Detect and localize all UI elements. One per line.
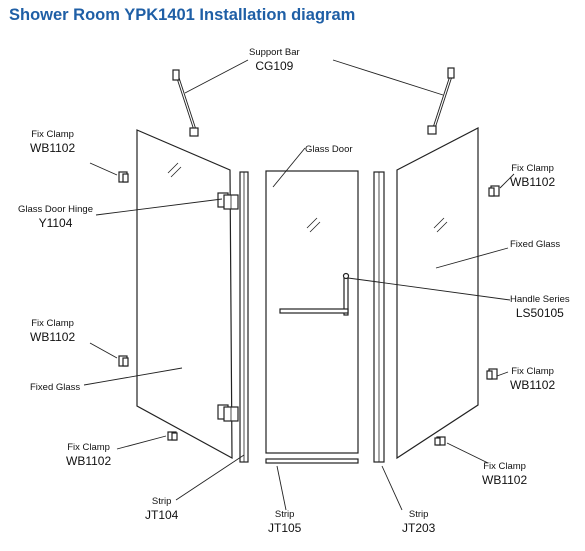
hinge-top <box>217 192 239 210</box>
leader-fix-clamp-right-bottom <box>446 442 489 464</box>
label-strip-center: Strip JT105 <box>268 510 301 534</box>
leader-fix-clamp-left-bottom <box>116 435 167 450</box>
label-name: Support Bar <box>249 47 300 58</box>
label-name: Fixed Glass <box>30 382 81 393</box>
leader-fixed-glass-left <box>83 367 183 386</box>
right-fixed-glass-panel <box>396 127 479 460</box>
label-fixed-glass-left: Fixed Glass <box>30 383 80 393</box>
leader-hinge <box>95 198 223 216</box>
label-code: WB1102 <box>510 174 556 189</box>
label-name: Fix Clamp <box>31 129 74 140</box>
leader-strip-left <box>175 454 245 501</box>
label-fix-clamp-right-bottom: Fix Clamp WB1102 <box>482 462 527 486</box>
support-bar-left <box>172 69 199 137</box>
label-name: Fixed Glass <box>510 239 561 250</box>
label-name: Glass Door <box>305 144 353 155</box>
label-name: Fix Clamp <box>31 318 74 329</box>
label-fixed-glass-right: Fixed Glass <box>510 240 560 250</box>
leader-fix-clamp-left-mid <box>89 342 118 359</box>
handle-ls50105 <box>279 272 350 316</box>
label-name: Strip <box>151 496 172 507</box>
hinge-bottom <box>217 404 239 422</box>
label-name: Handle Series <box>510 294 570 305</box>
label-handle-series: Handle Series LS50105 <box>510 295 570 319</box>
support-bar-right <box>427 67 455 135</box>
leader-glass-door <box>272 147 306 188</box>
fix-clamp-right-bottom <box>434 436 446 446</box>
label-name: Fix Clamp <box>511 366 554 377</box>
label-glass-door: Glass Door <box>305 145 353 155</box>
label-code: WB1102 <box>30 140 76 155</box>
fix-clamp-left-mid <box>118 355 129 367</box>
label-name: Strip <box>274 509 295 520</box>
label-code: JT203 <box>402 520 436 535</box>
leader-handle <box>347 277 511 301</box>
label-code: JT105 <box>268 520 302 535</box>
leader-support-bar-right <box>332 59 444 96</box>
label-code: CG109 <box>255 58 294 73</box>
leader-fix-clamp-right-mid <box>496 371 509 377</box>
fix-clamp-right-mid <box>486 368 498 380</box>
label-strip-left: Strip JT104 <box>145 497 178 521</box>
leader-fixed-glass-right <box>435 247 509 269</box>
fix-clamp-right-top <box>488 185 500 197</box>
fix-clamp-left-top <box>118 171 129 183</box>
label-fix-clamp-right-mid: Fix Clamp WB1102 <box>510 367 555 391</box>
label-fix-clamp-left-mid: Fix Clamp WB1102 <box>30 319 75 343</box>
label-support-bar: Support Bar CG109 <box>249 48 300 72</box>
label-name: Fix Clamp <box>511 163 554 174</box>
label-fix-clamp-left-bottom: Fix Clamp WB1102 <box>66 443 111 467</box>
leader-strip-right <box>381 465 403 511</box>
label-name: Strip <box>408 509 429 520</box>
leader-strip-center <box>276 465 287 511</box>
label-fix-clamp-left-top: Fix Clamp WB1102 <box>30 130 75 154</box>
label-code: WB1102 <box>66 453 112 468</box>
label-code: WB1102 <box>510 377 556 392</box>
label-strip-right: Strip JT203 <box>402 510 435 534</box>
leader-fix-clamp-left-top <box>89 162 118 176</box>
label-code: WB1102 <box>30 329 76 344</box>
label-name: Glass Door Hinge <box>18 204 93 215</box>
label-code: Y1104 <box>38 215 73 230</box>
label-code: WB1102 <box>482 472 528 487</box>
label-name: Fix Clamp <box>483 461 526 472</box>
label-code: JT104 <box>145 507 179 522</box>
label-fix-clamp-right-top: Fix Clamp WB1102 <box>510 164 555 188</box>
left-fixed-glass-panel <box>136 129 233 460</box>
strip-jt105 <box>265 458 359 464</box>
label-name: Fix Clamp <box>67 442 110 453</box>
fix-clamp-left-bottom <box>167 431 178 441</box>
label-code: LS50105 <box>515 305 564 320</box>
diagram-title: Shower Room YPK1401 Installation diagram <box>9 6 356 24</box>
leader-fix-clamp-right-top <box>499 173 515 189</box>
leader-support-bar-left <box>184 59 249 94</box>
label-glass-door-hinge: Glass Door Hinge Y1104 <box>18 205 93 229</box>
